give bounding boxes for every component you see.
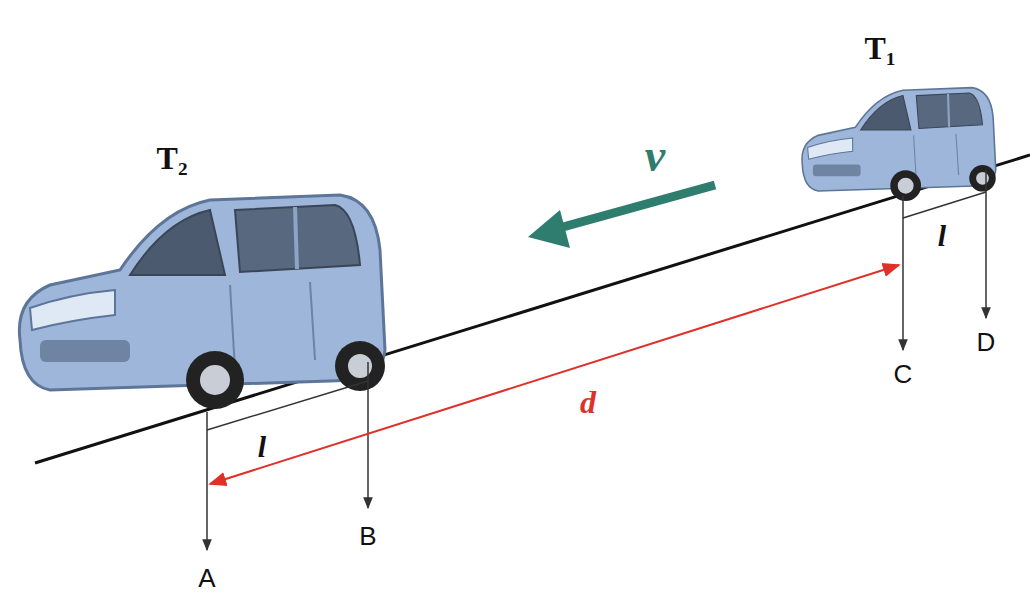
distance-label: d: [580, 386, 596, 418]
length-label: l: [258, 432, 266, 462]
tick-lines: [207, 170, 986, 550]
velocity-arrowhead: [528, 210, 570, 248]
length-label: l: [938, 221, 946, 251]
point-label: B: [359, 523, 376, 549]
point-label: C: [894, 361, 913, 387]
distance-line: [210, 265, 899, 484]
point-label: A: [198, 565, 215, 591]
velocity-arrow: [552, 185, 715, 230]
velocity-label: v: [645, 133, 665, 179]
car-t1: [802, 88, 996, 201]
point-label: D: [977, 329, 996, 355]
vehicle-label: T₁: [865, 32, 896, 64]
vehicle-label: T₂: [157, 142, 188, 174]
car-t2: [19, 195, 385, 409]
